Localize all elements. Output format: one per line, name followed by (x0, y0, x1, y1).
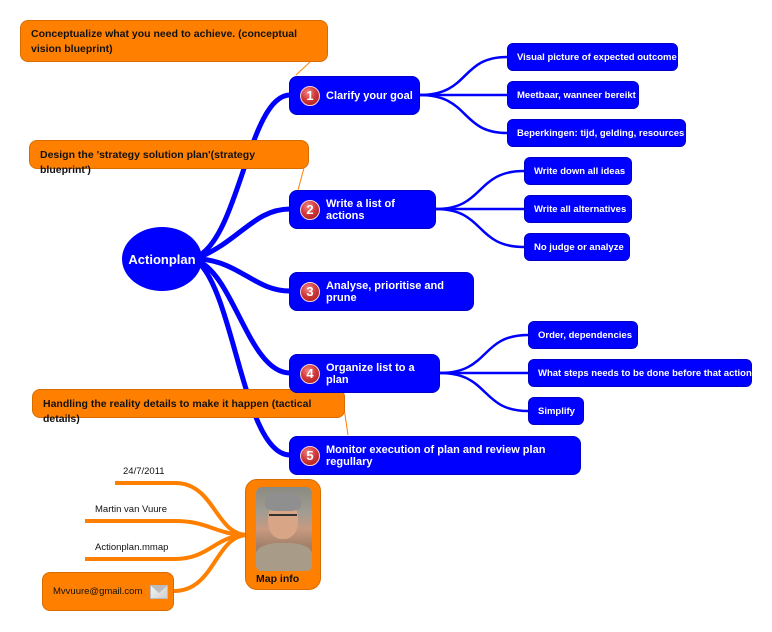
info-branch-email (173, 533, 249, 593)
number-2-icon: 2 (300, 199, 320, 220)
subtopic-visual-picture[interactable]: Visual picture of expected outcome (507, 43, 678, 71)
author-photo (256, 487, 312, 571)
note-conceptual-vision[interactable]: Conceptualize what you need to achieve. … (20, 20, 328, 62)
subtopic-label: Beperkingen: tijd, gelding, resources (517, 127, 685, 139)
map-info-node[interactable]: Map info (245, 479, 321, 590)
number-5-icon: 5 (300, 445, 320, 466)
subtopic-simplify[interactable]: Simplify (528, 397, 584, 425)
info-author: Martin van Vuure (95, 504, 167, 515)
email-link[interactable]: Mvvuure@gmail.com (42, 572, 174, 611)
branch-3 (199, 256, 291, 294)
topic-monitor[interactable]: 5 Monitor execution of plan and review p… (289, 436, 581, 475)
root-topic[interactable]: Actionplan (122, 227, 202, 291)
note-strategy-plan[interactable]: Design the 'strategy solution plan'(stra… (29, 140, 309, 176)
subtopic-label: Simplify (538, 405, 575, 417)
subtopic-write-alternatives[interactable]: Write all alternatives (524, 195, 632, 223)
branch-5 (198, 262, 291, 458)
subtopic-label: Visual picture of expected outcome (517, 51, 677, 63)
number-1-icon: 1 (300, 85, 320, 106)
note-2-pointer (297, 167, 305, 191)
note-1-pointer (295, 61, 311, 76)
topic-analyse[interactable]: 3 Analyse, prioritise and prune (289, 272, 474, 311)
branch-1a (419, 55, 508, 97)
branch-1c (419, 93, 508, 135)
branch-4 (198, 259, 291, 376)
email-text: Mvvuure@gmail.com (53, 586, 143, 597)
subtopic-label: Write down all ideas (534, 165, 626, 177)
envelope-icon (150, 584, 169, 599)
topic-organize[interactable]: 4 Organize list to a plan (289, 354, 440, 393)
topic-label: Monitor execution of plan and review pla… (326, 443, 546, 468)
branch-2 (199, 206, 291, 260)
branch-4a (439, 333, 529, 375)
note-text: Handling the reality details to make it … (43, 398, 312, 425)
note-tactical-details[interactable]: Handling the reality details to make it … (32, 389, 345, 425)
number-4-icon: 4 (300, 363, 320, 384)
branch-4c (439, 371, 529, 413)
note-3-pointer (343, 407, 349, 436)
note-text: Conceptualize what you need to achieve. … (31, 28, 298, 55)
subtopic-order-dependencies[interactable]: Order, dependencies (528, 321, 638, 349)
map-info-label: Map info (256, 573, 300, 585)
subtopic-label: Order, dependencies (538, 329, 632, 341)
info-date: 24/7/2011 (123, 466, 165, 477)
subtopic-beperkingen[interactable]: Beperkingen: tijd, gelding, resources (507, 119, 686, 147)
subtopic-write-ideas[interactable]: Write down all ideas (524, 157, 632, 185)
topic-clarify-goal[interactable]: 1 Clarify your goal (289, 76, 420, 115)
topic-label: Analyse, prioritise and prune (326, 279, 444, 304)
subtopic-label: Write all alternatives (534, 203, 627, 215)
topic-write-list[interactable]: 2 Write a list of actions (289, 190, 436, 229)
subtopic-no-judge[interactable]: No judge or analyze (524, 233, 630, 261)
branch-2c (435, 207, 525, 249)
subtopic-what-steps[interactable]: What steps needs to be done before that … (528, 359, 752, 387)
number-3-icon: 3 (300, 281, 320, 302)
subtopic-label: What steps needs to be done before that … (538, 367, 752, 379)
subtopic-label: No judge or analyze (534, 241, 624, 253)
branch-2a (435, 169, 525, 211)
note-text: Design the 'strategy solution plan'(stra… (40, 149, 256, 176)
topic-label: Organize list to a plan (326, 361, 415, 386)
topic-label: Clarify your goal (326, 89, 413, 102)
info-filename[interactable]: Actionplan.mmap (95, 542, 169, 553)
subtopic-meetbaar[interactable]: Meetbaar, wanneer bereikt (507, 81, 639, 109)
topic-label: Write a list of actions (326, 197, 395, 222)
root-label: Actionplan (128, 251, 196, 267)
subtopic-label: Meetbaar, wanneer bereikt (517, 89, 636, 101)
